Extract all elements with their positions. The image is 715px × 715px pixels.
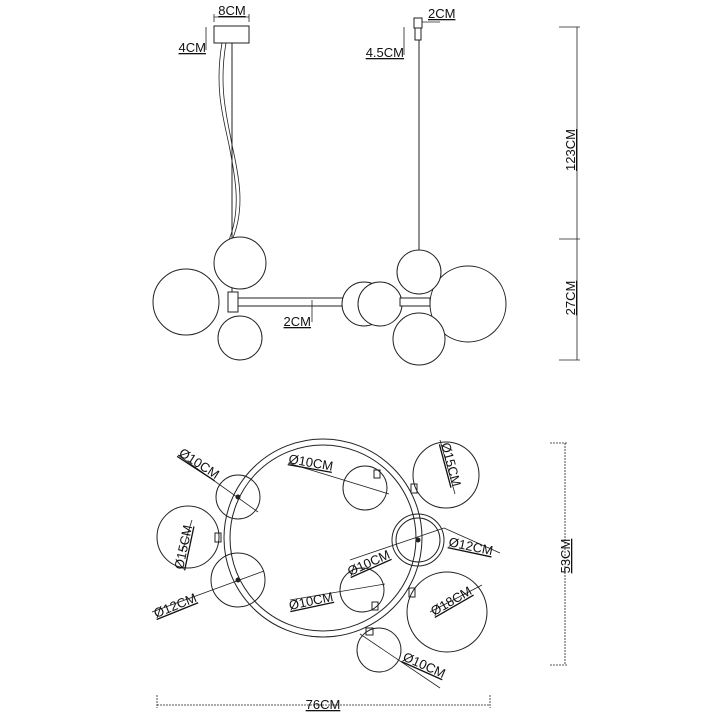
globe-holder xyxy=(214,532,222,543)
bar-joint xyxy=(227,291,239,313)
sphere-diameter-label: Ø10CM xyxy=(288,589,335,613)
globe xyxy=(213,236,267,290)
globe-holder xyxy=(365,627,374,636)
globe xyxy=(429,265,507,343)
inner-ring xyxy=(229,444,417,632)
globe xyxy=(156,505,220,569)
diameter-leaders xyxy=(151,439,501,689)
globe-holder xyxy=(373,469,381,479)
globe xyxy=(217,315,263,361)
top-view: Ø10CM Ø15CM Ø12CM Ø10CM Ø15CM Ø12CM Ø10C… xyxy=(151,438,573,712)
suspension-height-label: 123CM xyxy=(563,129,578,171)
horizontal-bar-right xyxy=(399,297,431,307)
globe xyxy=(339,567,385,613)
bar-thickness-label: 2CM xyxy=(284,314,311,329)
globe xyxy=(215,474,261,520)
overall-depth-label: 53CM xyxy=(558,539,573,574)
rod-connector-thread xyxy=(414,27,422,41)
side-view: 8CM 4CM 2CM 4.5CM 2CM 123CM 27CM xyxy=(152,3,580,366)
connector-height-label: 4.5CM xyxy=(366,45,404,60)
sphere-diameter-label: Ø10CM xyxy=(345,547,392,579)
globe xyxy=(152,268,220,336)
sphere-diameter-label: Ø12CM xyxy=(447,534,494,558)
globe xyxy=(396,249,442,295)
depth-dimension xyxy=(550,442,568,666)
height-dimension xyxy=(559,26,580,361)
globe-holder xyxy=(410,483,418,494)
mount-point xyxy=(415,537,421,543)
globe xyxy=(406,571,488,653)
sphere-diameter-label: Ø10CM xyxy=(401,649,448,681)
width-dimension xyxy=(156,695,491,708)
outer-ring xyxy=(223,438,423,638)
sphere-diameter-label: Ø12CM xyxy=(152,590,199,621)
canopy-height-label: 4CM xyxy=(179,40,206,55)
ceiling-canopy xyxy=(213,25,250,44)
globe xyxy=(392,312,446,366)
globe-inner xyxy=(395,517,441,563)
rod-connector xyxy=(413,17,423,29)
sphere-diameter-label: Ø10CM xyxy=(176,445,222,482)
sphere-diameter-label: Ø15CM xyxy=(171,524,195,571)
connector-width-label: 2CM xyxy=(428,6,455,21)
globe xyxy=(391,513,445,567)
power-cable-2 xyxy=(218,42,237,241)
globe-holder xyxy=(408,587,416,598)
globe xyxy=(357,281,403,327)
overall-width-label: 76CM xyxy=(306,697,341,712)
sphere-diameter-label: Ø15CM xyxy=(438,441,464,488)
horizontal-bar xyxy=(227,297,351,307)
sphere-diameter-label: Ø18CM xyxy=(428,583,474,618)
globe xyxy=(210,552,266,608)
globe xyxy=(342,465,388,511)
globe xyxy=(356,627,402,673)
globe-holder xyxy=(371,601,379,611)
canopy-width-dimension xyxy=(213,14,250,22)
canopy-width-label: 8CM xyxy=(218,3,245,18)
globe xyxy=(412,441,480,509)
body-height-label: 27CM xyxy=(563,281,578,316)
